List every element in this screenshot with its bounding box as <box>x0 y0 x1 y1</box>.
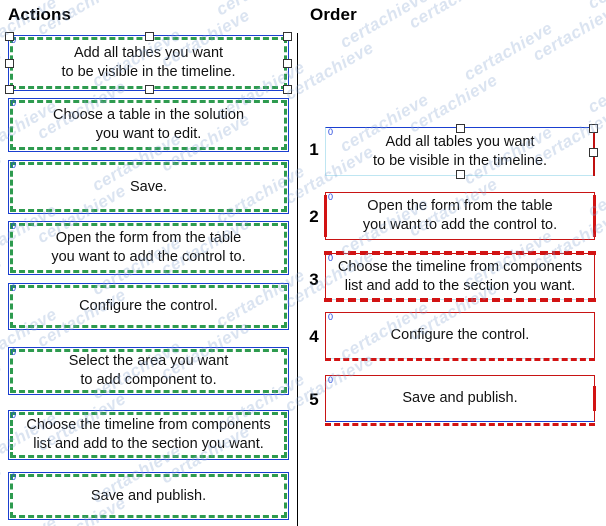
order-number-3: 3 <box>309 270 319 289</box>
selection-handle-top-center[interactable] <box>144 32 154 41</box>
drag-handle-marker-icon: 0 <box>11 472 17 482</box>
action-tile-5-label: Configure the control. <box>79 298 218 314</box>
order-number-2: 2 <box>309 207 319 226</box>
drag-handle-marker-icon: 0 <box>11 98 17 108</box>
order-number-1: 1 <box>309 140 319 159</box>
action-tile-8-label: Save and publish. <box>90 487 207 504</box>
drag-handle-marker-icon: 0 <box>11 283 17 293</box>
drag-handle-marker-icon: 0 <box>328 312 334 322</box>
watermark-text: certachievecertachievecertachievecertach… <box>0 0 606 7</box>
drag-handle-marker-icon: 0 <box>11 160 17 170</box>
drag-handle-marker-icon: 0 <box>328 375 334 385</box>
order-number-5: 5 <box>309 390 319 409</box>
order-tile-5-label: Save and publish. <box>402 390 518 406</box>
drag-handle-marker-icon: 0 <box>11 221 17 231</box>
selection-handle-top-right[interactable] <box>283 32 292 41</box>
drag-handle-marker-icon: 0 <box>328 127 334 137</box>
drag-handle-marker-icon: 0 <box>328 192 334 202</box>
order-number-4: 4 <box>309 327 319 346</box>
order-tile-5[interactable]: 0 Save and publish. <box>325 375 596 426</box>
drag-handle-marker-icon: 0 <box>328 253 334 263</box>
selection-handle-top-left[interactable] <box>5 32 14 41</box>
order-panel-title: Order <box>310 5 357 24</box>
order-tile-4[interactable]: 0 Configure the control. <box>325 312 595 361</box>
selection-handle-middle-left[interactable] <box>5 59 14 68</box>
panel-divider <box>297 33 298 526</box>
selection-handle-bottom-center[interactable] <box>144 85 154 94</box>
selection-handle-top-right[interactable] <box>589 124 598 133</box>
order-tile-4-label: Configure the control. <box>390 327 530 343</box>
drag-handle-marker-icon: 0 <box>11 410 17 420</box>
action-tile-3-label: Save. <box>129 178 168 195</box>
selection-handle-middle-right[interactable] <box>283 59 292 68</box>
actions-panel-title: Actions <box>8 5 72 24</box>
action-tile-8[interactable]: 0 Save and publish. <box>8 472 289 520</box>
selection-handle-bottom-left[interactable] <box>5 85 14 94</box>
selection-handle-bottom-right[interactable] <box>283 85 292 94</box>
selection-handle-middle-right[interactable] <box>589 147 598 157</box>
selection-handle-top-center[interactable] <box>456 124 465 133</box>
action-tile-5[interactable]: 0 Configure the control. <box>8 283 289 330</box>
action-tile-3[interactable]: 0 Save. <box>8 160 289 214</box>
selection-handle-bottom-center[interactable] <box>456 170 465 179</box>
drag-handle-marker-icon: 0 <box>11 347 17 357</box>
